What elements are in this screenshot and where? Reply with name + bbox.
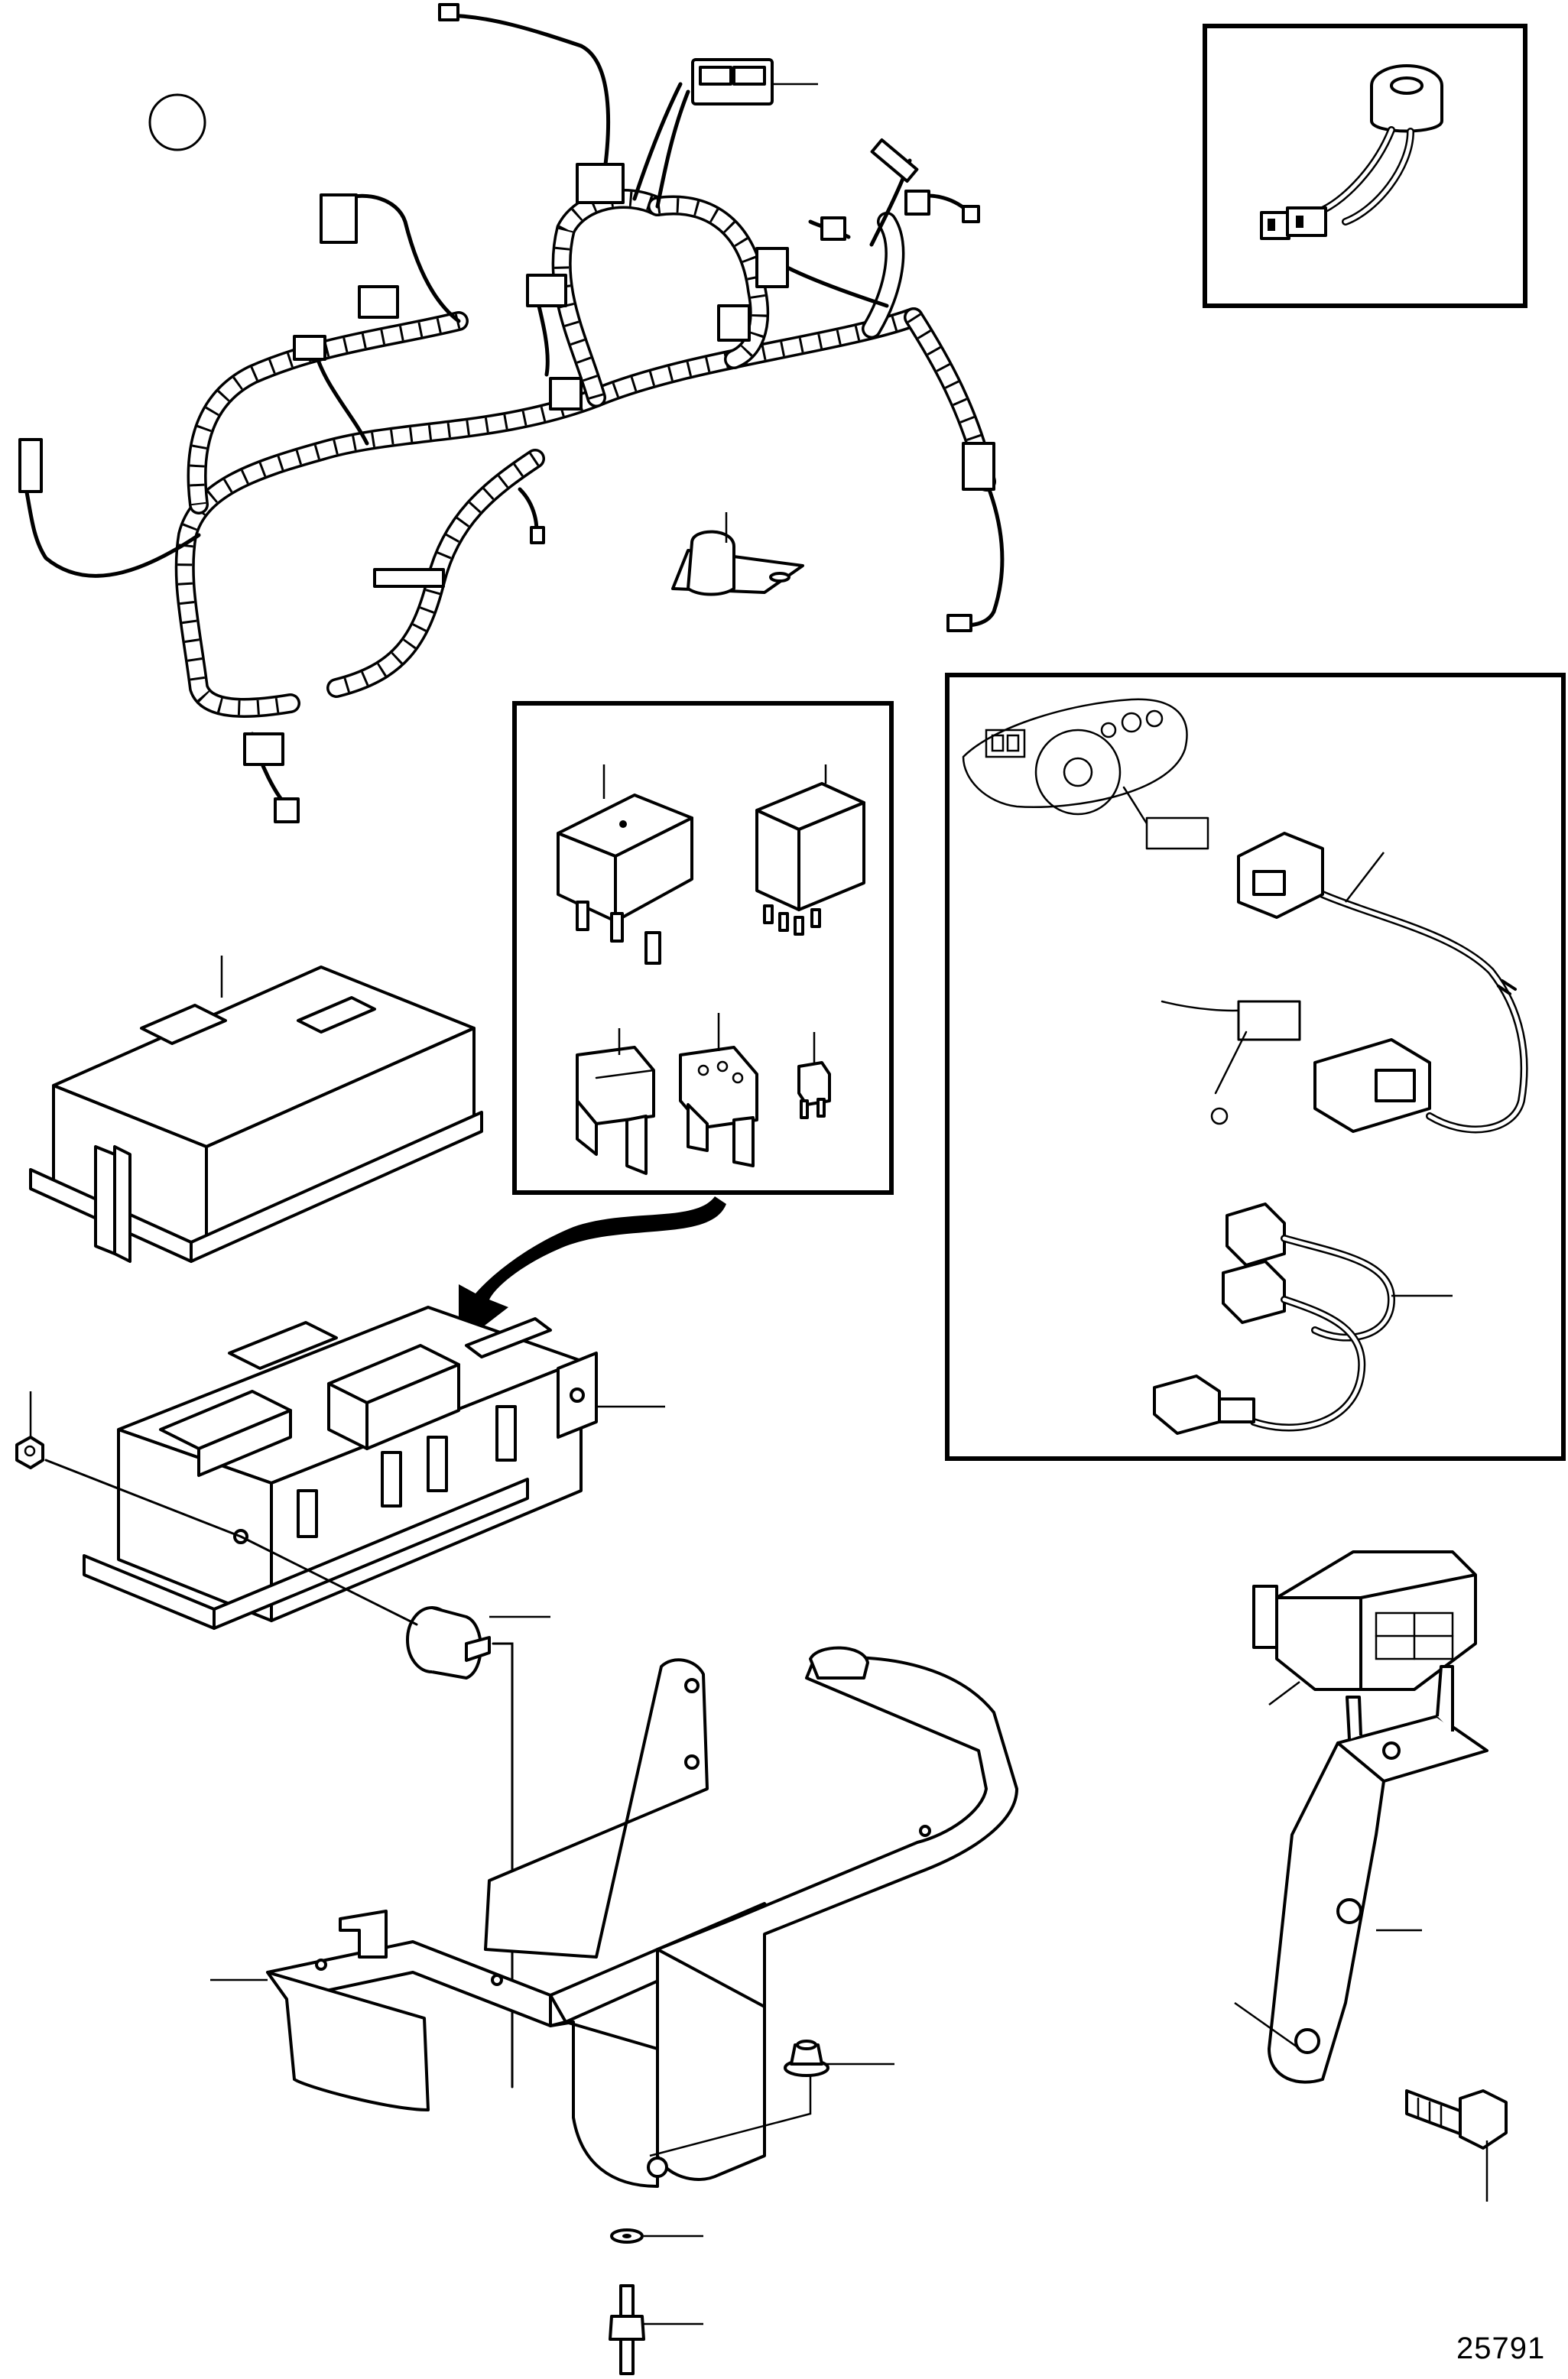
position-marker-circle xyxy=(148,93,206,151)
figure-number: 25791 xyxy=(1456,2332,1546,2365)
harness-clamp-icon xyxy=(671,530,804,596)
relay-small-icon xyxy=(755,782,865,936)
ignition-lock-harness-icon xyxy=(1122,786,1528,1134)
fuse-box-icon xyxy=(83,1306,598,1630)
fuse-box-cover-icon xyxy=(29,966,483,1263)
nut-icon xyxy=(15,1436,44,1469)
buzzer-inset xyxy=(1203,24,1527,308)
mounting-bracket-icon xyxy=(266,1646,1018,2188)
curved-arrow-icon xyxy=(459,1196,726,1345)
washer-icon xyxy=(610,2228,644,2244)
relay-large-icon xyxy=(557,794,693,965)
fuse-maxi-icon xyxy=(576,1046,655,1175)
instrument-harness-inset xyxy=(945,673,1566,1461)
relay-bracket-icon xyxy=(1268,1665,1488,2084)
fuse-mini-icon xyxy=(797,1061,831,1119)
buzzer-icon xyxy=(1260,64,1443,240)
fuse-standard-icon xyxy=(679,1046,758,1167)
wiring-harness-icon xyxy=(18,3,1005,823)
flange-nut-icon xyxy=(784,2040,829,2077)
relay-holder-icon xyxy=(1252,1550,1477,1691)
instrument-panel-icon xyxy=(962,698,1188,816)
adapter-harness-icon xyxy=(1153,1202,1396,1435)
relays-fuses-inset xyxy=(512,701,894,1195)
stud-icon xyxy=(609,2284,645,2375)
bolt-icon xyxy=(1405,2089,1508,2150)
leader-lines xyxy=(29,83,1488,2325)
